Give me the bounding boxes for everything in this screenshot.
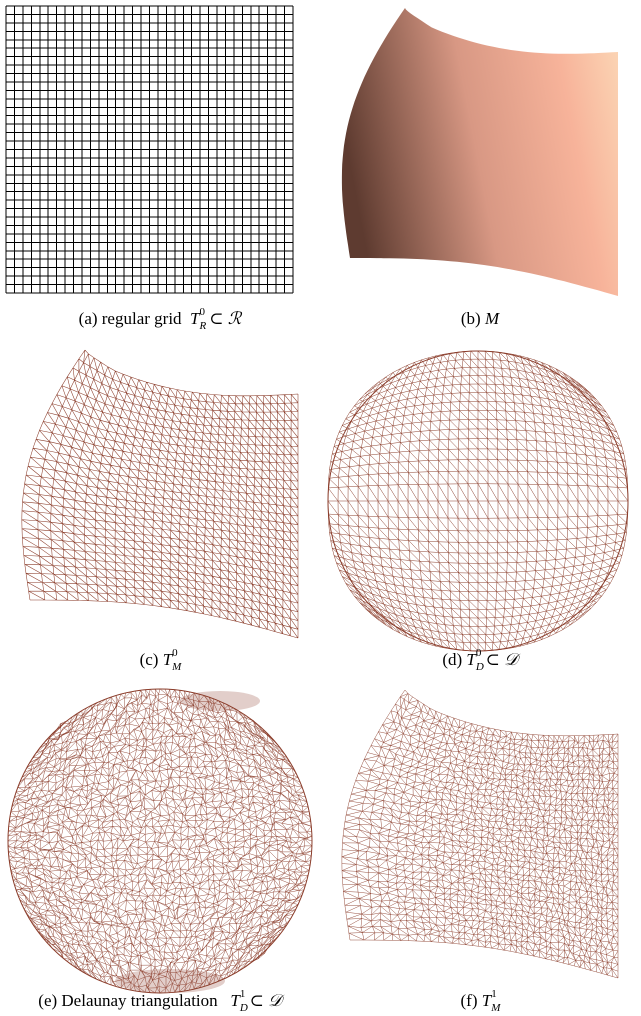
caption-e-sup: 1 <box>239 988 246 1000</box>
caption-d-set: 𝒟 <box>504 650 518 669</box>
caption-a-prefix: (a) regular grid <box>78 309 182 328</box>
caption-c-sub: M <box>172 661 182 673</box>
caption-e-sym-main: T <box>230 991 240 1010</box>
disk-mesh-edges <box>327 350 629 652</box>
caption-d-sup: 0 <box>475 647 482 659</box>
caption-f-sym-main: T <box>481 991 492 1010</box>
caption-d-sym-main: T <box>466 650 476 669</box>
mesh-edges <box>21 349 299 639</box>
delaunay-edges <box>7 688 313 994</box>
delaunay-disk-image <box>7 688 313 994</box>
caption-a-sup: 0 <box>199 306 206 318</box>
grid-lines <box>5 5 294 294</box>
caption-f-sub: M <box>491 1002 501 1014</box>
caption-a-set: ℛ <box>227 309 242 328</box>
caption-e-relation: ⊂ <box>249 991 264 1010</box>
mesh-tm0-image <box>21 349 299 639</box>
caption-d-relation: ⊂ <box>485 650 500 669</box>
caption-a-sub: R <box>199 320 207 332</box>
caption-c-prefix: (c) <box>139 650 159 669</box>
caption-c-sup: 0 <box>172 647 178 659</box>
caption-b-prefix: (b) <box>460 309 481 328</box>
disk-boundary <box>7 688 313 994</box>
caption-e-sub: D <box>239 1002 248 1014</box>
caption-d-prefix: (d) <box>442 650 463 669</box>
caption-a-sym-main: T <box>190 309 200 328</box>
caption-c-sym-main: T <box>162 650 173 669</box>
mesh-tm1-image <box>341 689 619 979</box>
caption-f-sup: 1 <box>491 988 497 1000</box>
caption-d-sub: D <box>475 661 484 673</box>
caption-e-set: 𝒟 <box>268 991 282 1010</box>
caption-b: (b) M <box>320 309 640 329</box>
irregular-mesh-edges <box>341 689 619 979</box>
panel-b: (b) M <box>320 0 640 338</box>
caption-f-prefix: (f) <box>460 991 478 1010</box>
surface-m-image <box>341 8 618 296</box>
caption-e-prefix: (e) Delaunay triangulation <box>38 991 218 1010</box>
disk-boundary <box>327 350 629 652</box>
surface-shape <box>341 8 618 296</box>
caption-b-sym-main: M <box>484 309 500 328</box>
caption-a-relation: ⊂ <box>209 309 224 328</box>
regular-grid-image <box>5 5 294 294</box>
disk-mesh-td0-image <box>327 350 629 652</box>
